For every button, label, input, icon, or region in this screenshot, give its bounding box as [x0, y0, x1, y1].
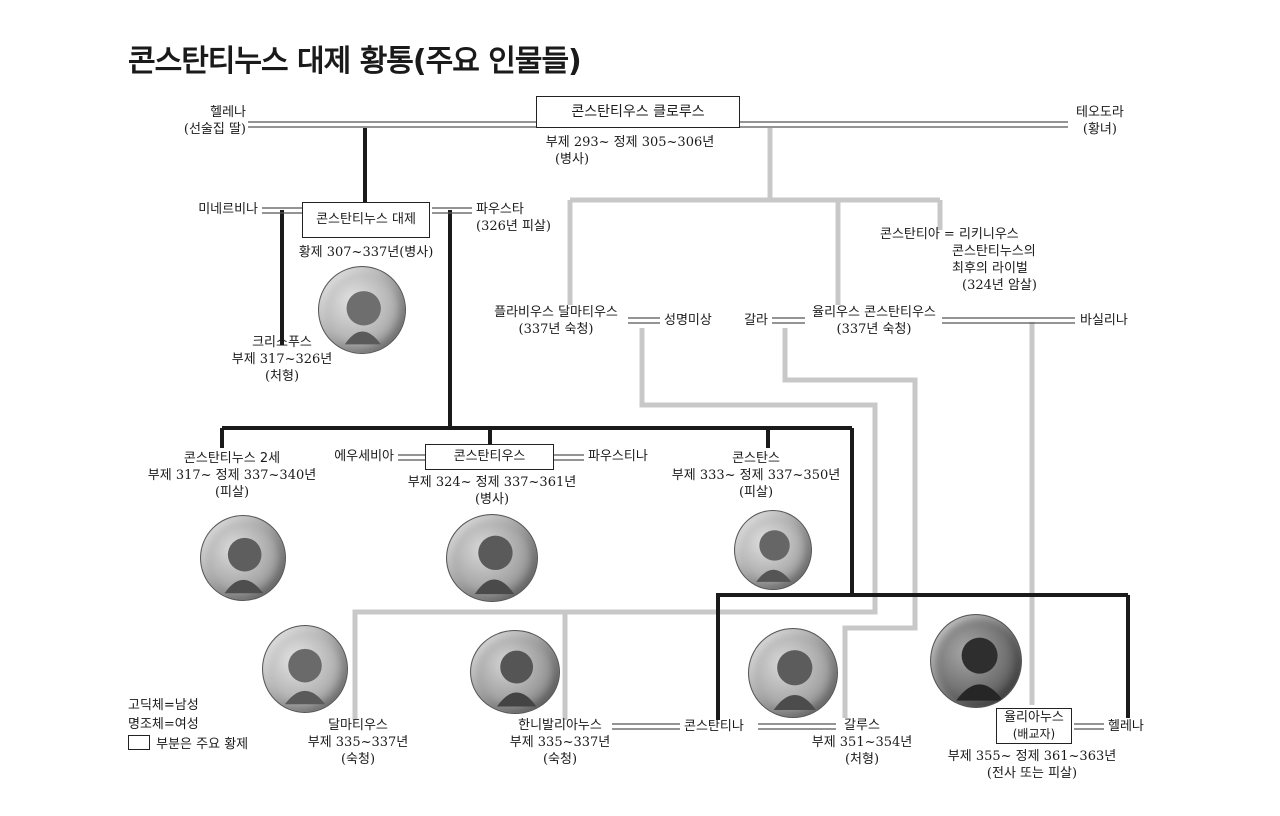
- constantine-reign: 황제 307~337년(병사): [299, 244, 434, 261]
- hannibalianus-death: (숙청): [510, 751, 611, 768]
- flavius-dalmatius-death: (337년 숙청): [494, 321, 618, 338]
- theodora-desc: (황녀): [1076, 121, 1124, 138]
- dalmatius-name: 달마티우스: [308, 717, 409, 734]
- fausta-label: 파우스타 (326년 피살): [476, 201, 551, 235]
- constantius-chlorus-info: 부제 293~ 정제 305~306년: [546, 134, 714, 151]
- constans-label: 콘스탄스 부제 333~ 정제 337~350년 (피살): [672, 450, 840, 501]
- constantia-licinius-label: 콘스탄티아 = 리키니우스 콘스탄티누스의 최후의 라이벌 (324년 암살): [880, 226, 1037, 294]
- eusebia-name: 에우세비아: [334, 448, 394, 465]
- hannibalianus-reign: 부제 335~337년: [510, 734, 611, 751]
- helena-bottom-name: 헬레나: [1108, 718, 1144, 735]
- constantine2-name: 콘스탄티누스 2세: [148, 450, 316, 467]
- constantius-chlorus-reign: 부제 293~ 정제 305~306년: [546, 134, 714, 151]
- constantius-chlorus-box: 콘스탄티우스 클로루스: [536, 96, 740, 128]
- coin-constantine2-image: [200, 515, 286, 601]
- flavius-dalmatius-name: 플라비우스 달마티우스: [494, 304, 618, 321]
- theodora-name: 테오도라: [1076, 104, 1124, 121]
- legend-myeongjo: 명조체=여성: [128, 713, 199, 732]
- constantine2-label: 콘스탄티누스 2세 부제 317~ 정제 337~340년 (피살): [148, 450, 316, 501]
- crispus-death: (처형): [232, 368, 333, 385]
- constantius2-box: 콘스탄티우스: [425, 444, 554, 470]
- legend-box-row: 부분은 주요 황제: [128, 733, 248, 752]
- theodora-label: 테오도라 (황녀): [1076, 104, 1124, 138]
- constantius-chlorus-name: 콘스탄티우스 클로루스: [571, 104, 704, 120]
- constantina-name: 콘스탄티나: [684, 718, 744, 735]
- gallus-death: (처형): [812, 751, 913, 768]
- constantius2-name: 콘스탄티우스: [454, 449, 526, 464]
- constantia-licinius-line: 콘스탄티아 = 리키니우스: [880, 226, 1037, 243]
- coin-julian-image: [930, 614, 1022, 708]
- hannibalianus-label: 한니발리아누스 부제 335~337년 (숙청): [510, 717, 611, 768]
- licinius-desc-3: (324년 암살): [880, 277, 1037, 294]
- constantius2-death: (병사): [408, 491, 576, 508]
- helena-top-label: 헬레나 (선술집 딸): [184, 104, 246, 138]
- coin-constantius2-image: [446, 514, 538, 602]
- gallus-name: 갈루스: [812, 717, 913, 734]
- helena-top-name: 헬레나: [184, 104, 246, 121]
- legend-box-icon: [128, 735, 150, 750]
- crispus-name: 크리스푸스: [232, 334, 333, 351]
- constantius2-reign: 부제 324~ 정제 337~361년: [408, 474, 576, 491]
- gallus-label: 갈루스 부제 351~354년 (처형): [812, 717, 913, 768]
- minervina-name: 미네르비나: [198, 201, 258, 218]
- flavius-dalmatius-label: 플라비우스 달마티우스 (337년 숙청): [494, 304, 618, 338]
- basilina-name: 바실리나: [1080, 312, 1128, 329]
- constans-name: 콘스탄스: [672, 450, 840, 467]
- constantine-name: 콘스탄티누스 대제: [316, 212, 416, 227]
- legend-gothic: 고딕체=남성: [128, 694, 199, 713]
- unknown-wife-name: 성명미상: [664, 312, 712, 329]
- faustina-name: 파우스티나: [588, 448, 648, 465]
- coin-constans-image: [734, 510, 812, 590]
- constantius-chlorus-death: (병사): [555, 151, 589, 168]
- constantius2-info: 부제 324~ 정제 337~361년 (병사): [408, 474, 576, 508]
- hannibalianus-name: 한니발리아누스: [510, 717, 611, 734]
- crispus-label: 크리스푸스 부제 317~326년 (처형): [232, 334, 333, 385]
- coin-constantine-image: [318, 266, 406, 354]
- licinius-desc-2: 최후의 라이벌: [880, 260, 1037, 277]
- julian-epithet: (배교자): [997, 726, 1071, 742]
- dalmatius-death: (숙청): [308, 751, 409, 768]
- gallus-reign: 부제 351~354년: [812, 734, 913, 751]
- julian-info: 부제 355~ 정제 361~363년 (전사 또는 피살): [948, 748, 1116, 782]
- galla-name: 갈라: [744, 312, 768, 329]
- fausta-desc: (326년 피살): [476, 218, 551, 235]
- julius-constantius-death: (337년 숙청): [812, 321, 936, 338]
- coin-dalmatius-image: [262, 625, 348, 713]
- constantine2-reign: 부제 317~ 정제 337~340년: [148, 467, 316, 484]
- constantine2-death: (피살): [148, 484, 316, 501]
- julian-death: (전사 또는 피살): [948, 765, 1116, 782]
- coin-gallus-image: [748, 628, 838, 718]
- julian-name: 율리아누스: [997, 710, 1071, 726]
- julius-constantius-name: 율리우스 콘스탄티우스: [812, 304, 936, 321]
- coin-hannibalianus-image: [470, 630, 560, 714]
- constans-death: (피살): [672, 484, 840, 501]
- helena-top-desc: (선술집 딸): [184, 121, 246, 138]
- crispus-reign: 부제 317~326년: [232, 351, 333, 368]
- julian-box: 율리아누스 (배교자): [996, 708, 1072, 744]
- fausta-name: 파우스타: [476, 201, 551, 218]
- constantine-box: 콘스탄티누스 대제: [302, 202, 430, 238]
- legend-box-text: 부분은 주요 황제: [156, 737, 248, 752]
- licinius-desc-1: 콘스탄티누스의: [880, 243, 1037, 260]
- dalmatius-reign: 부제 335~337년: [308, 734, 409, 751]
- dalmatius-label: 달마티우스 부제 335~337년 (숙청): [308, 717, 409, 768]
- julian-reign: 부제 355~ 정제 361~363년: [948, 748, 1116, 765]
- julius-constantius-label: 율리우스 콘스탄티우스 (337년 숙청): [812, 304, 936, 338]
- constans-reign: 부제 333~ 정제 337~350년: [672, 467, 840, 484]
